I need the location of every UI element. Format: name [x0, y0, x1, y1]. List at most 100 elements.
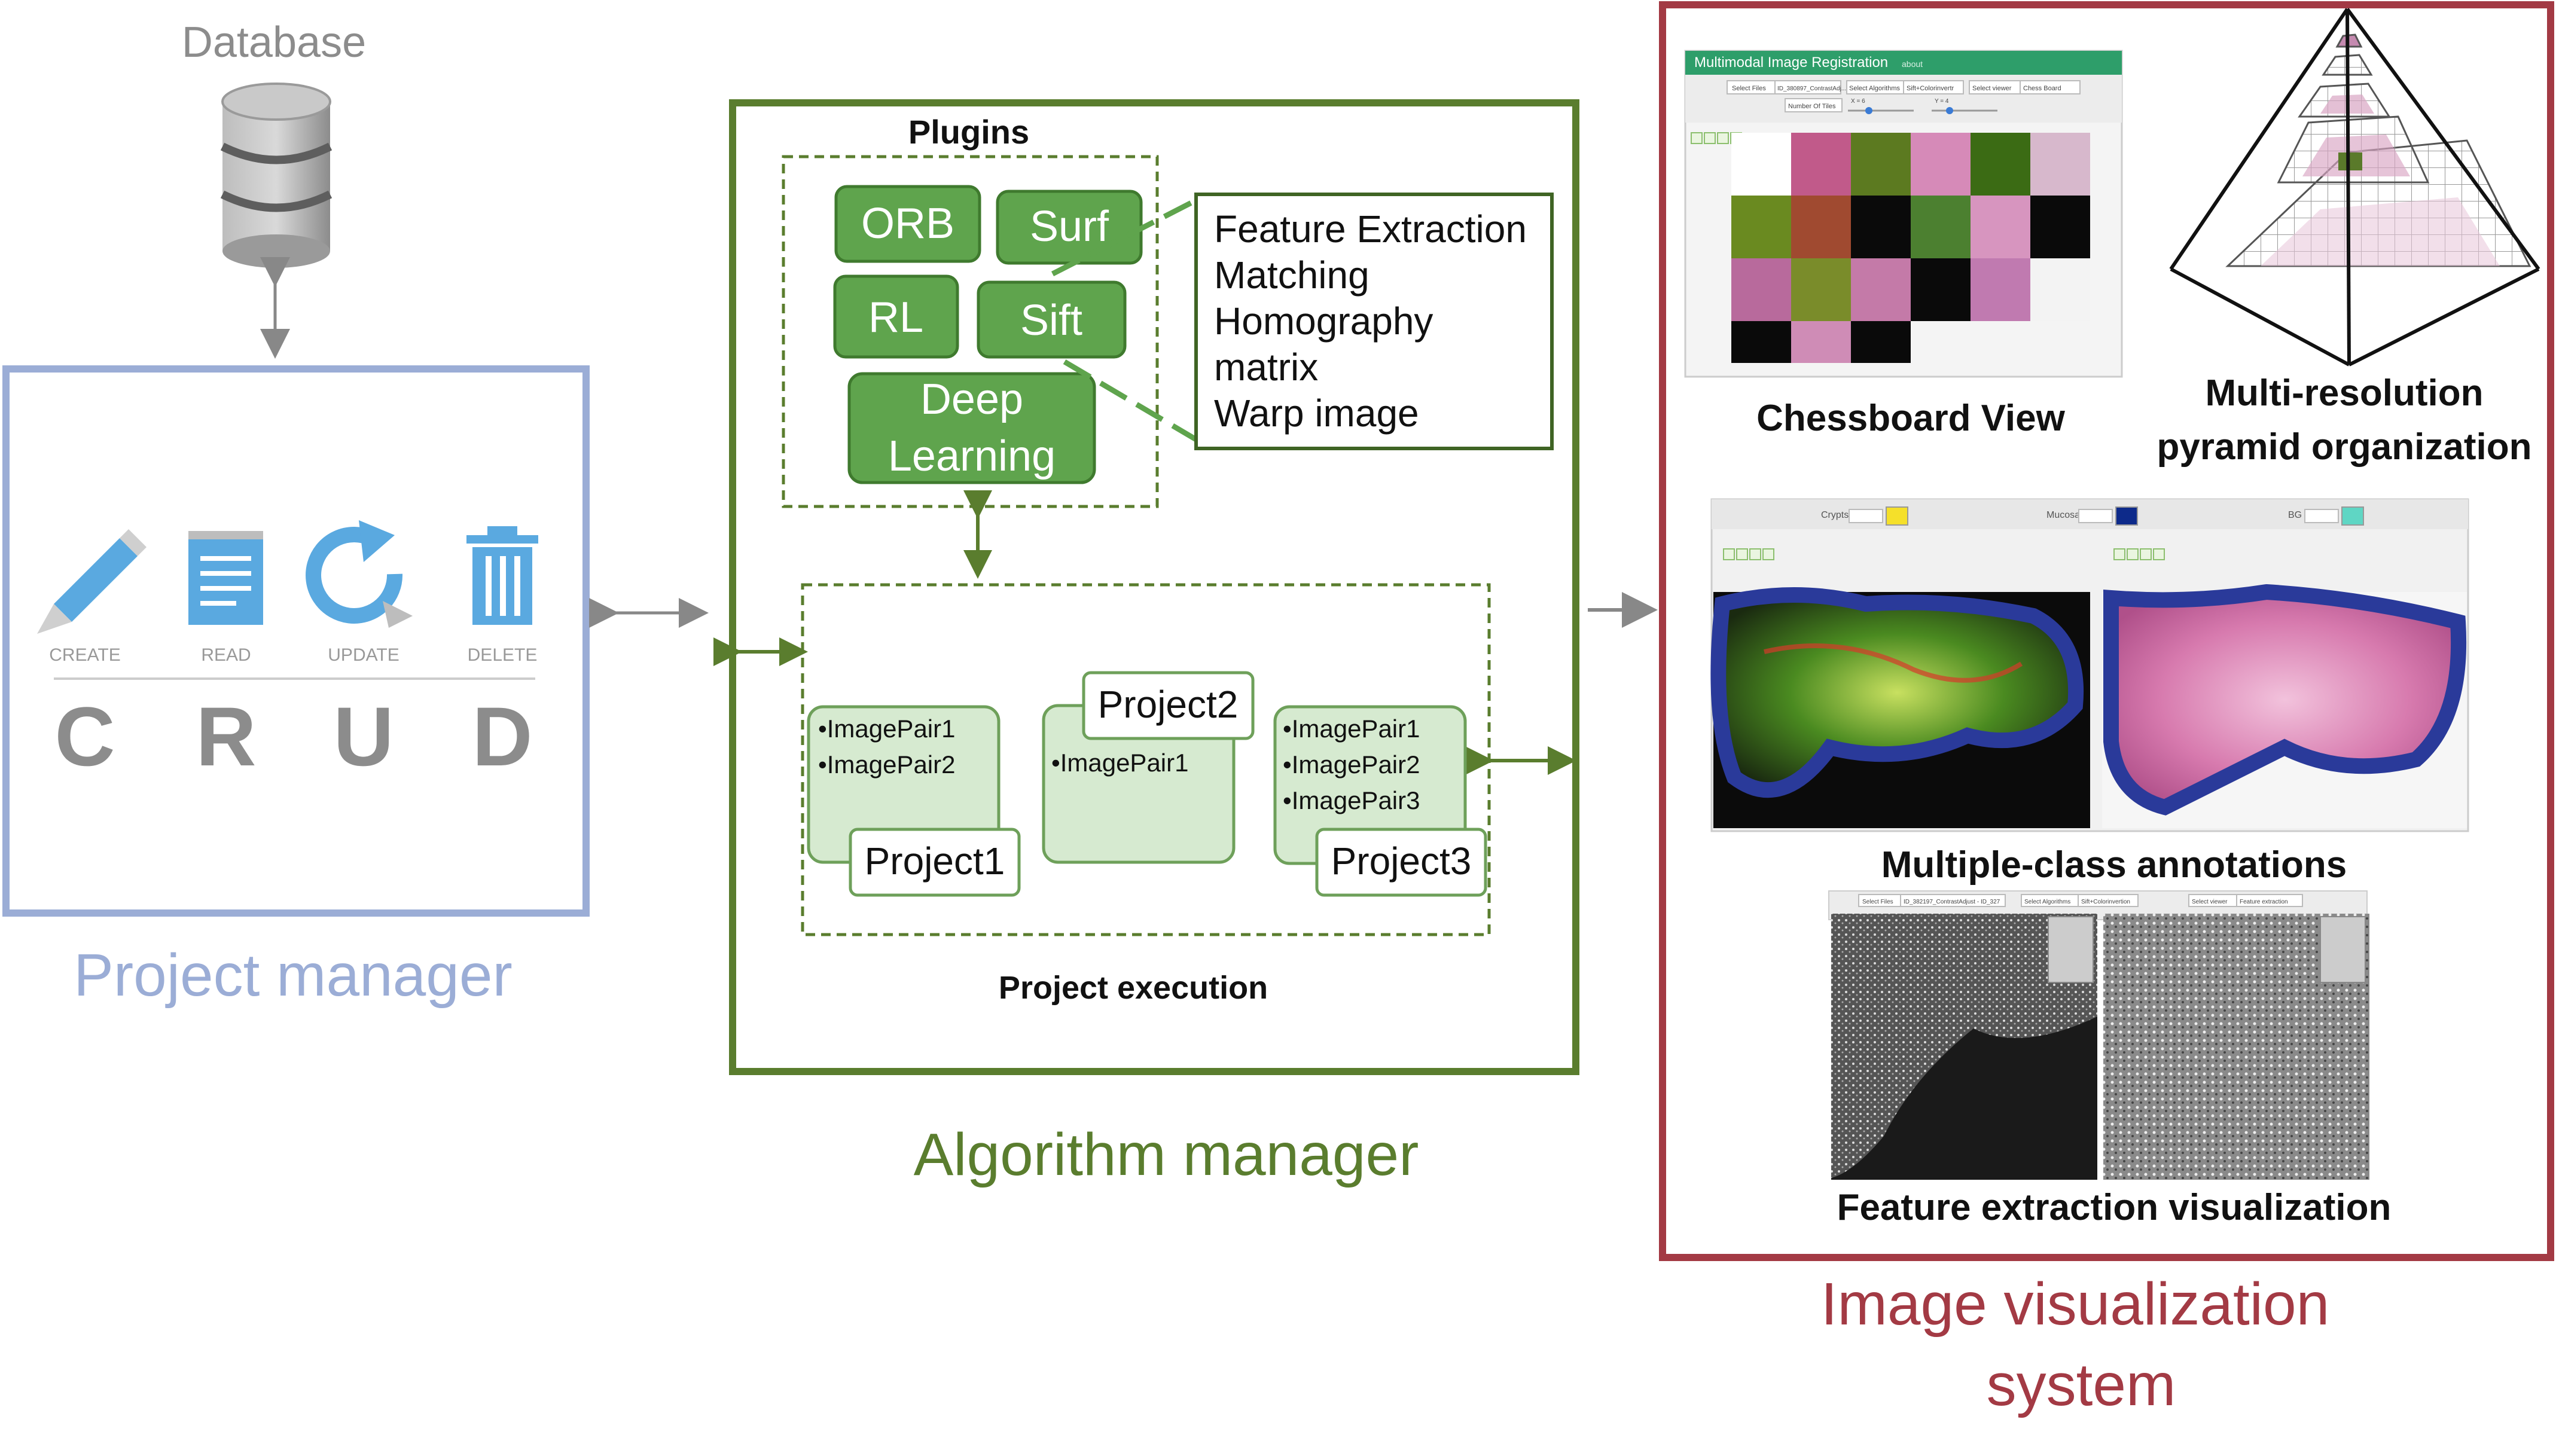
database-icon	[220, 83, 333, 268]
annotation-class3-swatch[interactable]	[2341, 506, 2364, 526]
database-label: Database	[182, 19, 366, 66]
annotation-class1-toggle[interactable]	[1849, 509, 1883, 523]
feature-viewer-value[interactable]	[2236, 894, 2303, 907]
project2-name: Project2	[1098, 683, 1239, 726]
chessboard-viewer-value-label: Chess Board	[2023, 85, 2061, 92]
sift-connector-bottom	[1063, 359, 1198, 442]
annotation-right-zoom-in-icon[interactable]	[2113, 548, 2125, 560]
chessboard-algorithm-value[interactable]	[1903, 80, 1964, 94]
project1-item-1: •ImagePair1	[818, 715, 955, 743]
plugin-deep-line2: Learning	[888, 432, 1056, 480]
home-icon[interactable]	[1717, 132, 1729, 144]
plugin-sift: Sift	[977, 280, 1127, 359]
chessboard-app-title: Multimodal Image Registration	[1694, 54, 1888, 71]
step-matrix: matrix	[1214, 346, 1318, 389]
project1-item-2: •ImagePair2	[818, 750, 955, 779]
plugin-deep-learning: Deep Learning	[847, 372, 1096, 484]
annotation-left-zoom-in-icon[interactable]	[1723, 548, 1735, 560]
project2-item-1: •ImagePair1	[1051, 749, 1188, 777]
pencil-icon	[37, 529, 147, 634]
feature-extraction-screenshot: Select Files ID_382197_ContrastAdjust - …	[1828, 890, 2369, 1180]
trash-icon	[466, 526, 538, 625]
plugin-orb-label: ORB	[861, 200, 954, 248]
step-feature-extraction: Feature Extraction	[1214, 207, 1527, 251]
image-visualization-title-line1: Image visualization	[1821, 1271, 2329, 1338]
annotation-left-fullscreen-icon[interactable]	[1762, 548, 1774, 560]
plugin-rl-label: RL	[868, 294, 923, 341]
project3-item-1: •ImagePair1	[1283, 715, 1420, 743]
annotation-class2-toggle[interactable]	[2078, 509, 2113, 523]
sift-connector-top	[1051, 197, 1198, 277]
refresh-icon	[306, 520, 413, 628]
crud-letter-u: U	[333, 689, 394, 783]
annotation-right-fullscreen-icon[interactable]	[2153, 548, 2165, 560]
chessboard-slider-x-label: X = 6	[1851, 98, 1865, 105]
annotation-left-home-icon[interactable]	[1749, 548, 1761, 560]
feature-select-viewer-label: Select viewer	[2192, 899, 2228, 905]
step-warp-image: Warp image	[1214, 392, 1419, 435]
feature-files-value-label: ID_382197_ContrastAdjust - ID_327	[1904, 899, 2000, 905]
chessboard-app-badge: about	[1902, 59, 1923, 69]
chessboard-files-value-label: ID_380897_ContrastAdj...	[1777, 86, 1846, 92]
image-visualization-frame	[1659, 1, 2554, 1261]
plugin-deep-line1: Deep	[920, 376, 1023, 423]
chessboard-select-viewer-label: Select viewer	[1972, 85, 2012, 92]
project2-card: •ImagePair1 Project2	[1042, 671, 1255, 864]
annotations-screenshot: Crypts Mucosa BG	[1710, 498, 2469, 832]
annotations-caption: Multiple-class annotations	[1881, 844, 2347, 886]
annotation-left-zoom-out-icon[interactable]	[1736, 548, 1748, 560]
project1-name: Project1	[865, 840, 1005, 883]
plugin-sift-label: Sift	[1020, 297, 1082, 344]
algorithm-manager-title: Algorithm manager	[914, 1121, 1419, 1188]
chessboard-slider-y-thumb[interactable]	[1946, 107, 1953, 114]
feature-algorithm-value[interactable]	[2078, 894, 2139, 907]
step-homography: Homography	[1214, 300, 1433, 343]
plugin-surf: Surf	[996, 190, 1143, 265]
project-execution-title: Project execution	[999, 970, 1268, 1006]
annotation-right-zoom-out-icon[interactable]	[2127, 548, 2139, 560]
pyramid-caption-line1: Multi-resolution	[2206, 373, 2484, 414]
step-matching: Matching	[1214, 254, 1369, 297]
image-visualization-title-line2: system	[1987, 1351, 2176, 1418]
annotation-class1-label: Crypts	[1821, 510, 1849, 520]
chessboard-select-algorithms-label: Select Algorithms	[1849, 85, 1900, 92]
plugin-surf-label: Surf	[1030, 203, 1109, 251]
plugin-rl: RL	[833, 274, 959, 359]
chessboard-select-files-label: Select Files	[1732, 85, 1766, 92]
zoom-out-icon[interactable]	[1704, 132, 1716, 144]
project3-item-2: •ImagePair2	[1283, 750, 1420, 779]
chessboard-screenshot: Multimodal Image Registration about Sele…	[1684, 50, 2123, 378]
feature-algorithm-value-label: Sift+Colorinvertion	[2081, 899, 2130, 905]
project-manager-frame	[2, 365, 590, 917]
document-icon	[188, 531, 263, 625]
chessboard-number-of-tiles-label: Number Of Tiles	[1788, 103, 1836, 110]
feature-caption: Feature extraction visualization	[1837, 1187, 2392, 1228]
crud-letter-c: C	[54, 689, 115, 783]
feature-select-algorithms-label: Select Algorithms	[2024, 899, 2070, 905]
annotation-class2-label: Mucosa	[2046, 510, 2080, 520]
feature-files-value[interactable]	[1900, 894, 2006, 907]
annotation-class3-toggle[interactable]	[2304, 509, 2339, 523]
plugin-orb: ORB	[834, 185, 981, 263]
annotation-class1-swatch[interactable]	[1886, 506, 1908, 526]
crud-label-create: CREATE	[49, 645, 120, 665]
annotation-class2-swatch[interactable]	[2115, 506, 2138, 526]
crud-letter-d: D	[472, 689, 532, 783]
project-manager-title: Project manager	[74, 942, 513, 1009]
annotation-class3-label: BG	[2288, 510, 2302, 520]
project1-card: •ImagePair1 •ImagePair2 Project1	[807, 705, 1021, 897]
annotation-right-home-icon[interactable]	[2140, 548, 2152, 560]
crud-label-delete: DELETE	[468, 645, 538, 665]
algorithm-manager-frame	[729, 99, 1579, 1075]
chessboard-slider-x-thumb[interactable]	[1865, 107, 1872, 114]
crud-label-update: UPDATE	[328, 645, 399, 665]
chessboard-viewer-value[interactable]	[2020, 80, 2081, 94]
chessboard-files-value[interactable]	[1774, 80, 1841, 94]
project3-item-3: •ImagePair3	[1283, 786, 1420, 814]
steps-box	[1194, 193, 1554, 450]
plugins-title: Plugins	[908, 113, 1029, 151]
chessboard-caption: Chessboard View	[1756, 398, 2065, 439]
zoom-in-icon[interactable]	[1691, 132, 1703, 144]
chessboard-number-of-tiles[interactable]	[1785, 98, 1843, 112]
